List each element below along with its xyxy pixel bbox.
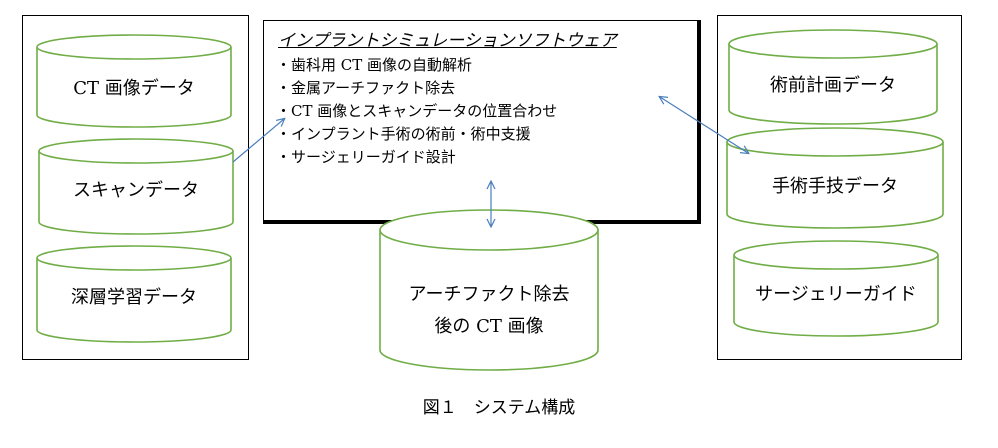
cylinder-label: サージェリーガイド <box>755 284 917 305</box>
feature-item: サージェリーガイド設計 <box>276 146 557 169</box>
cylinder-label-line2: 後の CT 画像 <box>434 316 543 337</box>
cylinder-label: 術前計画データ <box>770 75 896 96</box>
cylinder-ct-image-data: CT 画像データ <box>36 34 232 128</box>
feature-item: インプラント手術の術前・術中支援 <box>276 123 557 146</box>
cylinder-preop-plan-data: 術前計画データ <box>728 29 938 125</box>
cylinder-artifact-removed-ct: アーチファクト除去 後の CT 画像 <box>379 209 599 371</box>
cylinder-label-line1: アーチファクト除去 <box>409 284 570 305</box>
cylinder-label: CT 画像データ <box>73 78 195 99</box>
cylinder-label: 深層学習データ <box>71 287 197 308</box>
feature-item: 金属アーチファクト除去 <box>276 77 557 100</box>
arrow-scan-to-software <box>232 119 284 163</box>
cylinder-label: 手術手技データ <box>772 176 898 197</box>
cylinder-deep-learning-data: 深層学習データ <box>36 245 232 343</box>
feature-list: 歯科用 CT 画像の自動解析 金属アーチファクト除去 CT 画像とスキャンデータ… <box>276 54 557 169</box>
feature-item: 歯科用 CT 画像の自動解析 <box>276 54 557 77</box>
software-title: インプラントシミュレーションソフトウェア <box>278 31 617 51</box>
cylinder-label: スキャンデータ <box>73 180 199 201</box>
cylinder-surgical-technique-data: 手術手技データ <box>726 127 944 229</box>
cylinder-scan-data: スキャンデータ <box>38 138 234 235</box>
feature-item: CT 画像とスキャンデータの位置合わせ <box>276 100 557 123</box>
cylinder-surgery-guide: サージェリーガイド <box>733 240 939 337</box>
figure-caption: 図１ システム構成 <box>422 398 576 418</box>
arrow-software-to-surgical-data <box>660 97 748 153</box>
